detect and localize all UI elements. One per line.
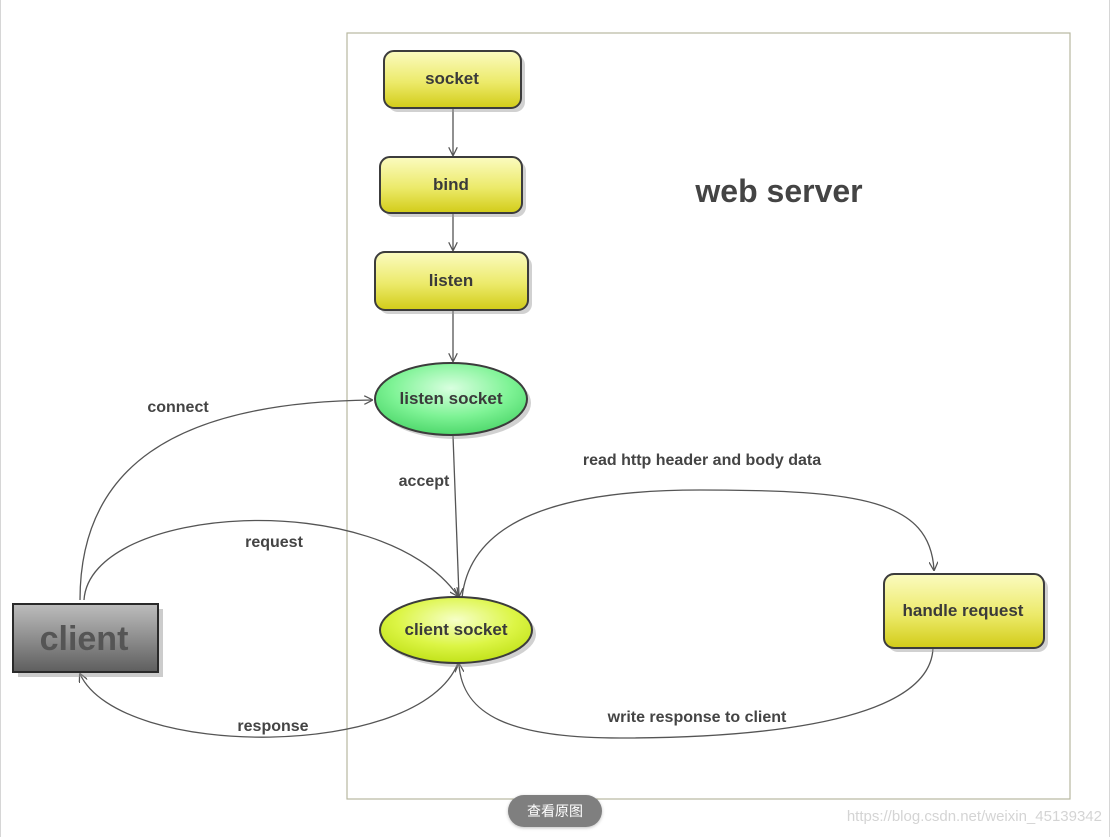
web-server-boundary <box>346 32 1071 800</box>
node-label-handle-request: handle request <box>903 601 1024 620</box>
node-label-client: client <box>40 620 129 658</box>
edge-label-connect: connect <box>147 399 209 416</box>
node-client: client <box>12 603 163 677</box>
node-label-listen: listen <box>429 271 473 290</box>
edge-label-request: request <box>245 534 303 551</box>
edge-connect <box>79 400 372 601</box>
edge-label-response: response <box>237 718 308 735</box>
node-client-socket: client socket <box>379 596 536 667</box>
node-listen-socket: listen socket <box>374 362 531 439</box>
edge-response <box>80 662 459 738</box>
edge-read <box>461 489 934 599</box>
edges <box>79 109 934 739</box>
web-server-title: web server <box>694 173 862 209</box>
edge-accept <box>452 435 459 596</box>
edge-label-accept: accept <box>399 473 450 490</box>
node-socket: socket <box>383 50 525 112</box>
node-handle-request: handle request <box>883 573 1048 652</box>
node-label-client-socket: client socket <box>405 620 508 639</box>
view-original-image-button[interactable]: 查看原图 <box>508 795 602 827</box>
watermark-url: https://blog.csdn.net/weixin_45139342 <box>846 808 1102 825</box>
node-label-listen-socket: listen socket <box>400 389 503 408</box>
node-listen: listen <box>374 251 532 314</box>
edge-label-write: write response to client <box>607 709 787 726</box>
edge-label-read: read http header and body data <box>583 452 821 469</box>
page-edge-left <box>0 0 1 837</box>
edge-request <box>83 519 458 601</box>
node-label-bind: bind <box>433 175 469 194</box>
node-bind: bind <box>379 156 526 217</box>
node-label-socket: socket <box>425 69 479 88</box>
edge-write <box>459 647 934 739</box>
